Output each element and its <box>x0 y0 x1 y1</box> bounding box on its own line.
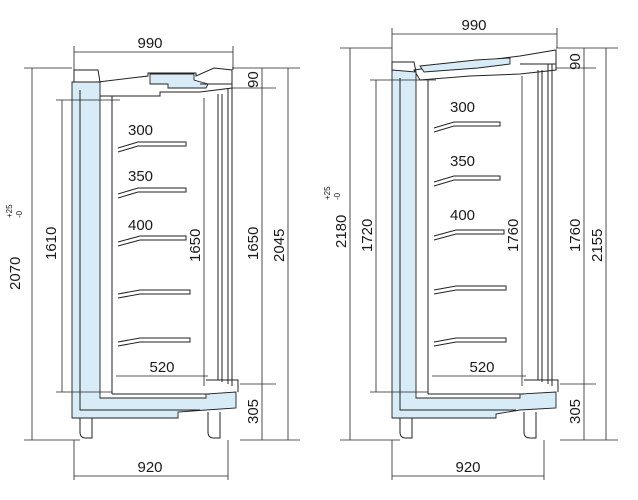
right-width-top-label: 990 <box>461 17 486 34</box>
left-shelf-label-300: 300 <box>128 122 153 139</box>
right-shelf-label-400: 400 <box>450 207 475 224</box>
right-cabinet: 990 300 350 <box>323 17 618 480</box>
left-tolerance-minus: -0 <box>15 210 24 218</box>
right-cabinet-shell <box>391 69 557 419</box>
left-full-height-label: 2045 <box>271 229 288 262</box>
right-shelf-label-300: 300 <box>450 99 475 116</box>
right-total-height-label: 2180 <box>333 215 350 248</box>
right-door-height-label: 1760 <box>505 219 522 252</box>
left-shelves <box>117 141 191 347</box>
left-cabinet-shell <box>71 81 237 419</box>
right-shelf-label-350: 350 <box>450 153 475 170</box>
right-depth-label: 520 <box>469 359 494 376</box>
left-door-height-label: 1650 <box>187 229 204 262</box>
left-side-height-label: 1650 <box>245 227 262 260</box>
right-door <box>524 64 559 392</box>
left-width-bottom-label: 920 <box>137 459 162 476</box>
left-shelf-label-350: 350 <box>128 168 153 185</box>
left-tolerance-plus: +25 <box>5 204 14 218</box>
right-interior-height-label: 1720 <box>359 219 376 252</box>
right-top-height-label: 90 <box>567 53 584 70</box>
right-tolerance-plus: +25 <box>323 186 332 200</box>
left-base-height-label: 305 <box>245 399 262 424</box>
left-depth-label: 520 <box>149 359 174 376</box>
right-full-height-label: 2155 <box>589 229 606 262</box>
left-shelf-label-400: 400 <box>128 217 153 234</box>
right-base-height-label: 305 <box>567 399 584 424</box>
left-interior-height-label: 1610 <box>43 227 60 260</box>
right-shelves <box>433 121 507 347</box>
left-door <box>206 88 239 392</box>
right-canopy <box>391 49 557 81</box>
left-top-height-label: 90 <box>245 71 262 88</box>
right-tolerance-minus: -0 <box>333 192 342 200</box>
right-side-height-label: 1760 <box>567 219 584 252</box>
left-width-top-label: 990 <box>137 35 162 52</box>
left-canopy <box>73 67 233 97</box>
left-cabinet: 990 300 350 <box>5 35 300 480</box>
left-total-height-label: 2070 <box>7 257 24 290</box>
right-width-bottom-label: 920 <box>455 459 480 476</box>
